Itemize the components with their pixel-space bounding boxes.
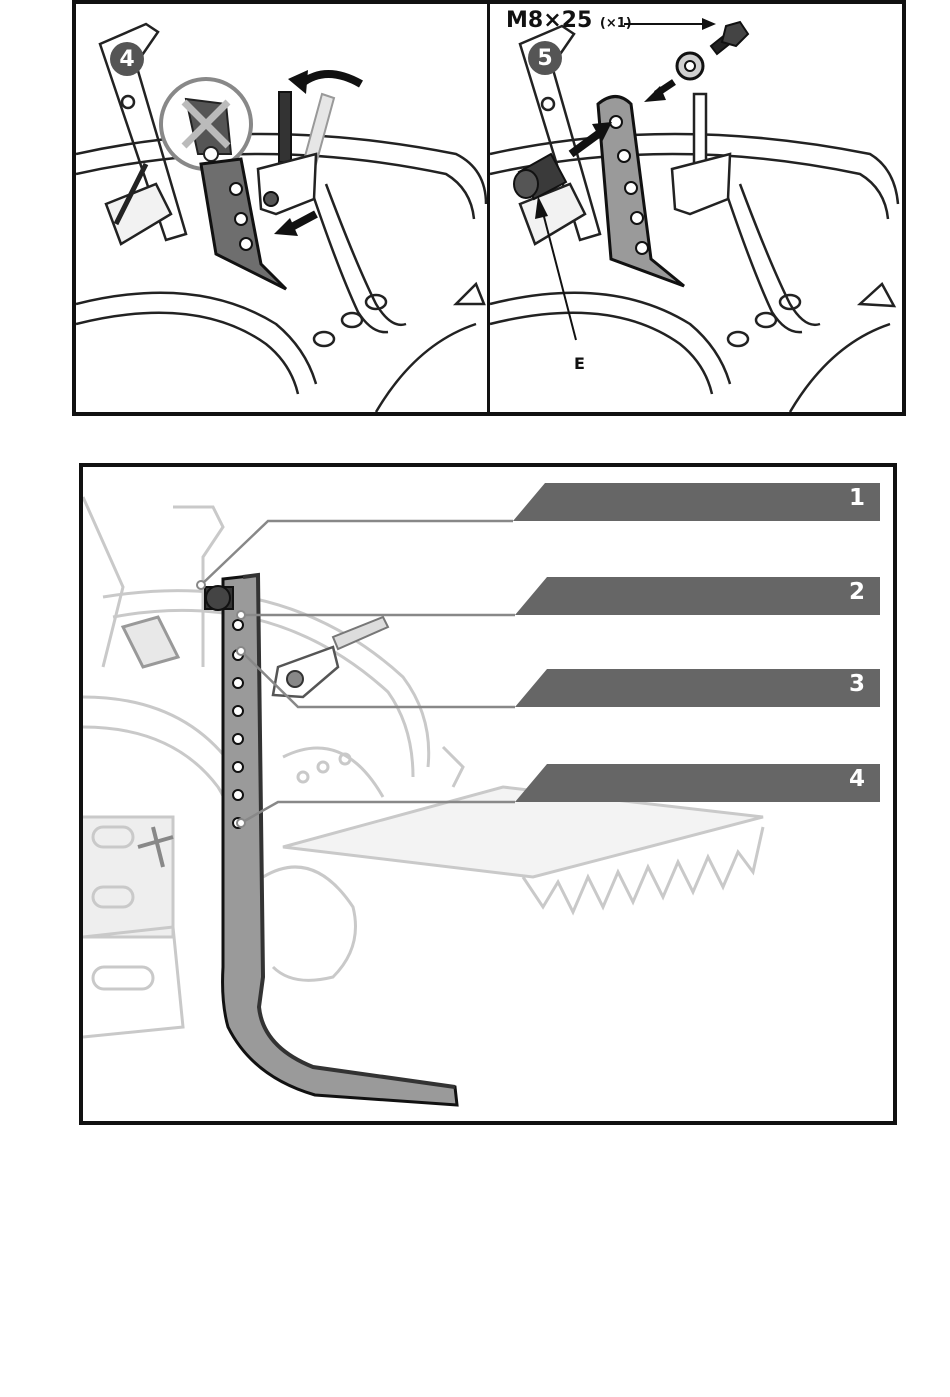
hardware-quantity: (×1) [600,16,632,31]
position-4-banner [515,764,880,802]
position-3-banner [515,669,880,707]
bottom-position-panel: 1 2 3 4 [79,463,897,1125]
clamp [273,647,338,697]
panel-divider [487,4,490,412]
position-4-number: 4 [849,766,865,792]
position-illustration [83,467,893,1121]
top-instruction-panel: 4 5 M8×25 (×1) E [72,0,906,416]
washer-icon [677,53,703,79]
position-3-number: 3 [849,671,865,697]
hardware-spec: M8×25 [506,8,592,33]
step-4-badge: 4 [110,42,144,76]
bolt-icon [711,22,748,54]
step-4-drawing [76,24,486,412]
position-2-banner [515,577,880,615]
arrow-icon [301,74,361,84]
pin-dark [279,92,291,162]
position-1-banner [513,483,880,521]
step-5-badge: 5 [528,41,562,75]
part-e-label: E [574,354,585,373]
position-1-number: 1 [849,485,865,511]
step-5-drawing [490,26,898,412]
position-2-number: 2 [849,579,865,605]
hardware-label: M8×25 (×1) [506,8,632,33]
pin-light [304,94,334,164]
cross-out-icon [161,79,251,169]
arrow-icon [571,132,601,154]
sleeve [205,586,233,610]
